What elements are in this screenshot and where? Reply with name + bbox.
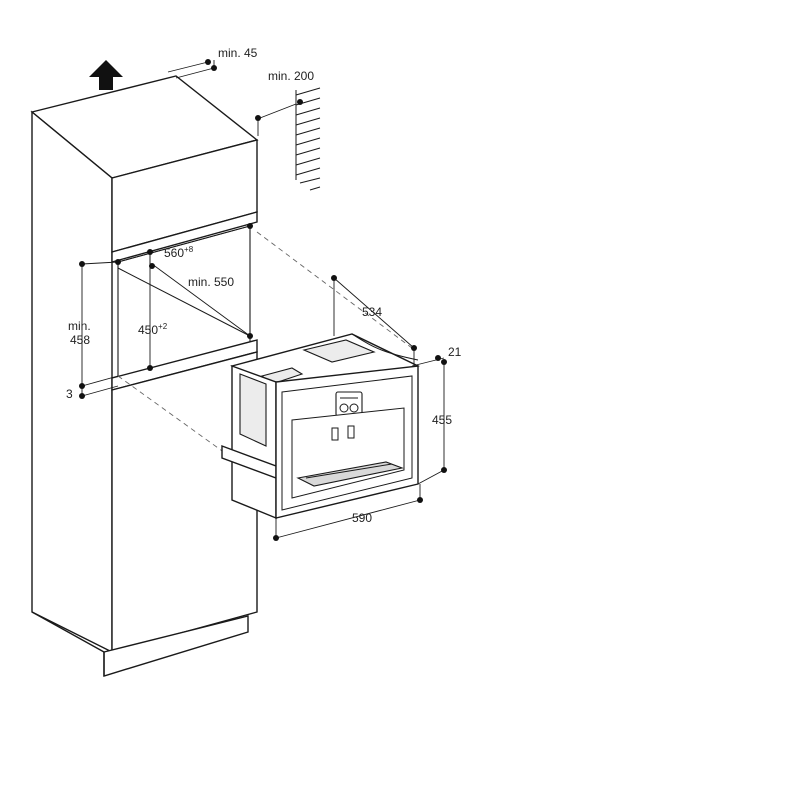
- label-rear-gap: min. 200: [268, 69, 314, 83]
- label-floor-offset: 3: [66, 387, 73, 401]
- coffee-machine: [221, 333, 420, 520]
- dimension-labels: min. 45 min. 200 560+8 min. 550 min. 458…: [66, 46, 462, 525]
- tall-cabinet: [30, 75, 259, 677]
- label-niche-height-value: 458: [70, 333, 90, 347]
- label-front-projection: 21: [448, 345, 462, 359]
- label-niche-height-inner: 450+2: [138, 322, 168, 337]
- label-niche-height-min: min.: [68, 319, 91, 333]
- up-arrow-icon: [89, 60, 123, 90]
- dimension-lines: [81, 60, 445, 539]
- dimension-dot-icon: [79, 59, 447, 541]
- label-appliance-width: 590: [352, 511, 372, 525]
- label-appliance-depth: 534: [362, 305, 382, 319]
- label-appliance-height: 455: [432, 413, 452, 427]
- label-top-gap: min. 45: [218, 46, 258, 60]
- label-niche-width: 560+8: [164, 245, 194, 260]
- label-niche-depth: min. 550: [188, 275, 234, 289]
